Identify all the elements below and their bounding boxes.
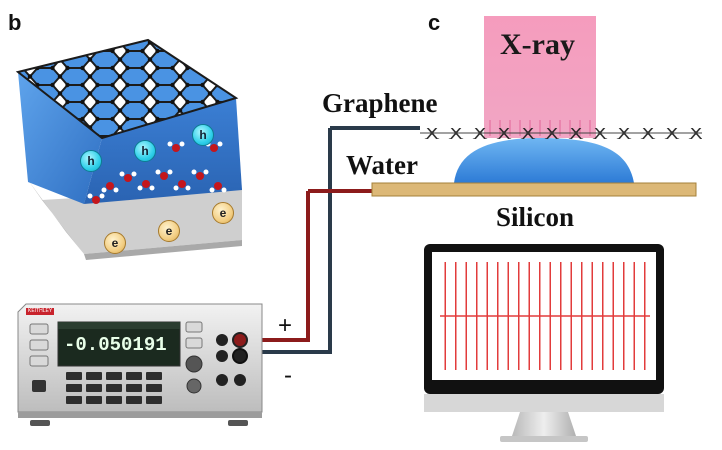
wire-negative [252,128,332,354]
xray-label: X-ray [500,28,575,61]
panel-label-c: c [428,10,441,35]
electron-carrier: e [158,220,180,242]
hole-carrier: h [134,140,156,162]
water-label: Water [346,150,418,180]
panel-label-b: b [8,10,22,35]
terminal-negative [232,348,248,364]
hole-carrier: h [192,124,214,146]
silicon-base-front [42,188,242,254]
water-droplet [454,138,634,183]
silicon-label: Silicon [496,202,575,232]
monitor [424,244,664,442]
meter-keypad [66,372,162,404]
terminal-positive [232,332,248,348]
minus-sign: - [284,362,292,389]
wire-positive [252,191,310,342]
water-layer-side [18,72,102,204]
water-graphene-block [15,38,242,260]
silicon-substrate [371,182,697,197]
meter-reading: -0.050191 [64,334,167,356]
electron-carrier: e [212,202,234,224]
xray-beam [484,16,596,138]
meter-brand: KEITHLEY [26,308,55,315]
hole-carrier: h [80,150,102,172]
graphene-label: Graphene [322,88,438,118]
plus-sign: + [278,312,293,339]
signal-trace [440,262,650,370]
electron-carrier: e [104,232,126,254]
meter-display [57,321,181,367]
source-meter [17,303,263,426]
water-molecules [87,141,227,204]
